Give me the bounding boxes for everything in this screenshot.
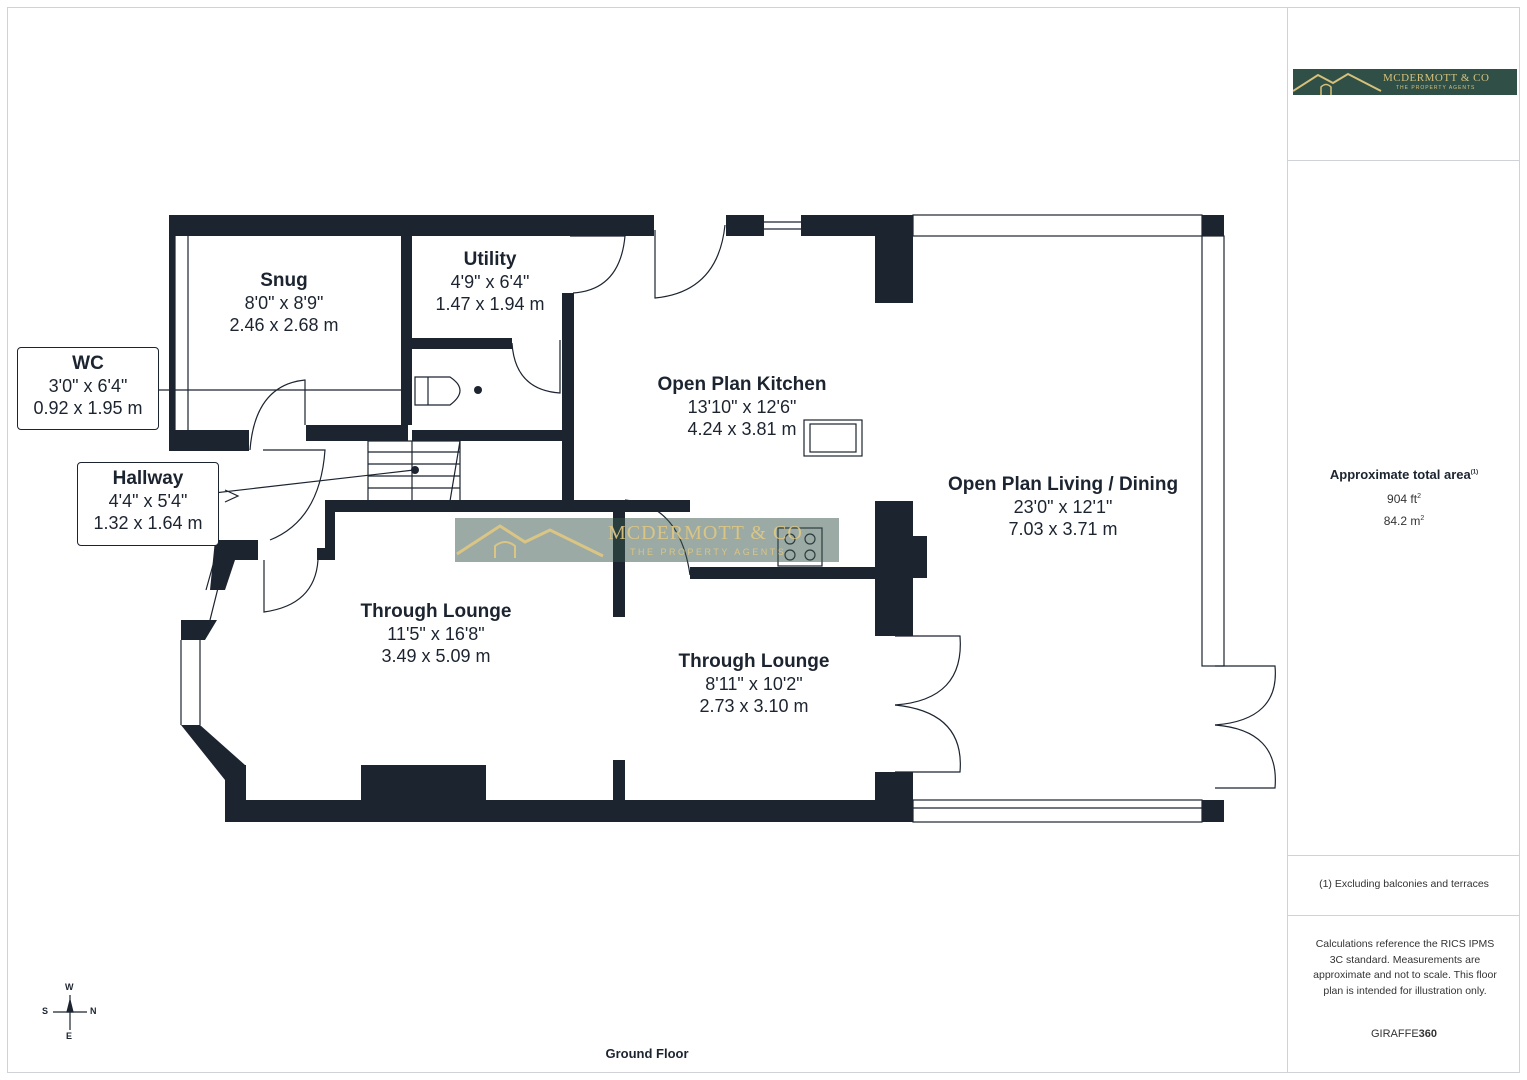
area-sqft-exp: 2 (1417, 493, 1421, 500)
room-name: Open Plan Kitchen (657, 374, 827, 395)
compass-north: N (90, 1006, 97, 1016)
disclaimer: Calculations reference the RICS IPMS 3C … (1313, 938, 1497, 997)
logo-tagline: THE PROPERTY AGENTS (1396, 85, 1476, 91)
room-imperial: 8'11" x 10'2" (705, 674, 803, 694)
room-label-hallway: Hallway 4'4" x 5'4" 1.32 x 1.64 m (77, 462, 219, 546)
room-imperial: 3'0" x 6'4" (48, 376, 128, 396)
room-name: Through Lounge (360, 601, 512, 622)
room-imperial: 4'9" x 6'4" (450, 272, 530, 292)
room-label-snug: Snug 8'0" x 8'9" 2.46 x 2.68 m (204, 270, 364, 336)
plan-frame (7, 7, 1520, 1073)
area-sqft-text: 904 ft (1387, 492, 1418, 506)
room-imperial: 8'0" x 8'9" (244, 293, 324, 313)
info-sidebar: MCDERMOTT & CO THE PROPERTY AGENTS Appro… (1287, 7, 1520, 1073)
area-title-text: Approximate total area (1329, 467, 1471, 482)
house-roofs-icon (1293, 72, 1382, 95)
room-metric: 2.73 x 3.10 m (699, 696, 809, 716)
area-sqm-text: 84.2 m (1383, 514, 1421, 528)
windows-doors (158, 214, 1276, 823)
floor-name: Ground Floor (605, 1046, 689, 1061)
area-title: Approximate total area(1) (1288, 467, 1520, 482)
room-label-kitchen: Open Plan Kitchen 13'10" x 12'6" 4.24 x … (632, 374, 852, 440)
room-metric: 1.47 x 1.94 m (435, 294, 545, 314)
room-label-through-lounge-rear: Through Lounge 8'11" x 10'2" 2.73 x 3.10… (654, 651, 854, 717)
floor-plan (53, 214, 1276, 1030)
room-label-wc: WC 3'0" x 6'4" 0.92 x 1.95 m (17, 347, 159, 430)
room-name: Open Plan Living / Dining (947, 474, 1179, 495)
walls (169, 215, 1224, 822)
room-imperial: 23'0" x 12'1" (1013, 497, 1113, 517)
room-label-utility: Utility 4'9" x 6'4" 1.47 x 1.94 m (410, 249, 570, 315)
room-metric: 7.03 x 3.71 m (1008, 519, 1118, 539)
room-metric: 2.46 x 2.68 m (229, 315, 339, 335)
area-sqm: 84.2 m2 (1288, 514, 1520, 528)
room-name: Snug (260, 270, 308, 291)
divider (1288, 855, 1520, 856)
area-note-marker: (1) (1470, 469, 1479, 476)
room-imperial: 11'5" x 16'8" (387, 624, 485, 644)
compass-south: S (42, 1006, 49, 1016)
room-label-through-lounge-front: Through Lounge 11'5" x 16'8" 3.49 x 5.09… (336, 601, 536, 667)
room-name: WC (72, 353, 104, 374)
area-sqft: 904 ft2 (1288, 492, 1520, 506)
room-name: Through Lounge (678, 651, 830, 672)
divider (1288, 160, 1520, 161)
house-roofs-icon (456, 524, 604, 558)
room-metric: 4.24 x 3.81 m (687, 419, 797, 439)
software-number: 360 (1418, 1028, 1438, 1040)
area-footnote: (1) Excluding balconies and terraces (1319, 878, 1489, 890)
compass-east: E (66, 1031, 73, 1041)
room-metric: 1.32 x 1.64 m (93, 513, 203, 533)
room-metric: 3.49 x 5.09 m (381, 646, 491, 666)
area-sqm-exp: 2 (1420, 515, 1425, 522)
watermark: MCDERMOTT & CO THE PROPERTY AGENTS (455, 518, 839, 562)
room-name: Hallway (112, 468, 184, 489)
room-imperial: 4'4" x 5'4" (108, 491, 188, 511)
compass-rose (53, 995, 87, 1030)
room-name: Utility (463, 249, 517, 270)
divider (1288, 915, 1520, 916)
watermark-tagline: THE PROPERTY AGENTS (630, 547, 787, 557)
room-metric: 0.92 x 1.95 m (33, 398, 143, 418)
watermark-name: MCDERMOTT & CO (608, 522, 803, 544)
room-label-living: Open Plan Living / Dining 23'0" x 12'1" … (922, 474, 1204, 540)
compass-west: W (65, 982, 74, 992)
company-logo: MCDERMOTT & CO THE PROPERTY AGENTS (1293, 69, 1517, 95)
logo-name: MCDERMOTT & CO (1383, 72, 1490, 84)
software-name: GIRAFFE (1370, 1028, 1419, 1040)
room-imperial: 13'10" x 12'6" (687, 397, 797, 417)
software-brand: GIRAFFE360 (1288, 1028, 1520, 1040)
